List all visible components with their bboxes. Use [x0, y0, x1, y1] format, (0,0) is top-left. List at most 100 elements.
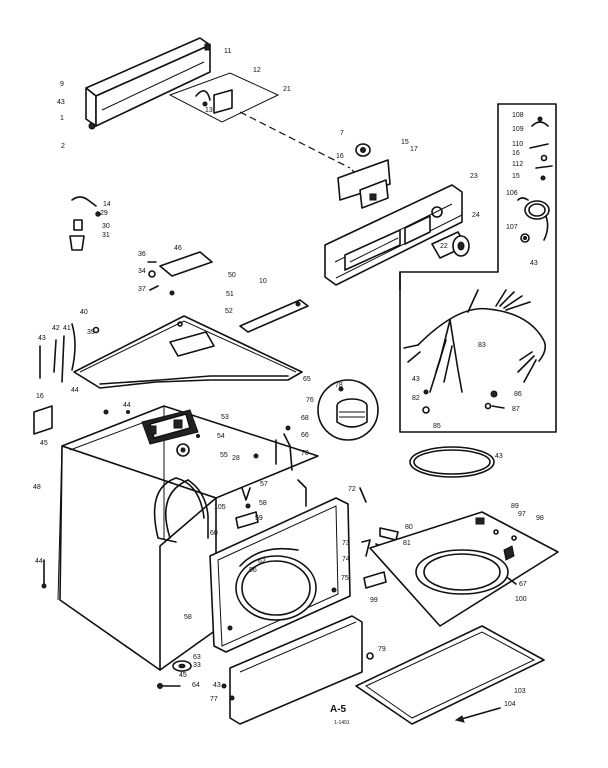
wiring-inset-box — [399, 103, 557, 433]
callout-13: 13 — [205, 107, 213, 114]
callout-37: 37 — [138, 286, 146, 293]
callout-15: 15 — [401, 139, 409, 146]
small-parts-57-59 — [235, 487, 259, 529]
callout-53: 53 — [221, 414, 229, 421]
callout-12: 12 — [253, 67, 261, 74]
callout-2: 2 — [61, 143, 65, 150]
callout-60: 60 — [210, 530, 218, 537]
callout-98: 98 — [536, 515, 544, 522]
callout-40: 40 — [80, 309, 88, 316]
callout-43: 43 — [38, 335, 46, 342]
callout-56: 56 — [249, 567, 257, 574]
wire-harness-83 — [403, 289, 547, 398]
callout-79: 79 — [378, 646, 386, 653]
callout-78: 78 — [335, 382, 343, 389]
callout-76: 76 — [306, 397, 314, 404]
callout-43: 43 — [213, 682, 221, 689]
callout-46: 46 — [174, 245, 182, 252]
cord-coil-106 — [517, 197, 550, 241]
callout-45: 45 — [40, 440, 48, 447]
callout-75: 75 — [341, 575, 349, 582]
front-door-panel — [209, 497, 351, 653]
gasket-ring-43 — [409, 446, 495, 478]
callout-10: 10 — [259, 278, 267, 285]
callout-42: 42 — [52, 325, 60, 332]
callout-65: 65 — [303, 376, 311, 383]
callout-59: 59 — [255, 515, 263, 522]
callout-36: 36 — [138, 251, 146, 258]
callout-23: 23 — [470, 173, 478, 180]
callout-108: 108 — [512, 112, 524, 119]
callout-11: 11 — [224, 48, 231, 55]
callout-48: 48 — [33, 484, 41, 491]
callout-82: 82 — [412, 395, 420, 402]
hinge-52 — [239, 299, 309, 333]
switch-bracket-15 — [337, 143, 391, 209]
callout-105: 105 — [214, 504, 226, 511]
callout-33: 33 — [193, 662, 201, 669]
callout-83: 83 — [478, 342, 486, 349]
callout-14: 14 — [103, 201, 111, 208]
callout-74: 74 — [342, 556, 350, 563]
main-cabinet — [57, 405, 319, 671]
callout-70: 70 — [301, 450, 309, 457]
callout-66: 66 — [301, 432, 309, 439]
inset-parts-85-87 — [422, 402, 505, 414]
callout-85: 85 — [433, 423, 441, 430]
callout-57: 57 — [260, 481, 268, 488]
callout-24: 24 — [472, 212, 480, 219]
callout-34: 34 — [138, 268, 146, 275]
agitator-cap-78 — [317, 379, 379, 441]
callout-81: 81 — [403, 540, 411, 547]
callout-30: 30 — [102, 223, 110, 230]
callout-107: 107 — [506, 224, 518, 231]
callout-17: 17 — [410, 146, 418, 153]
control-panel-23 — [324, 184, 463, 286]
callout-51: 51 — [226, 291, 234, 298]
callout-103: 103 — [514, 688, 526, 695]
callout-28: 28 — [232, 455, 240, 462]
callout-54: 54 — [217, 433, 225, 440]
callout-50: 50 — [228, 272, 236, 279]
console-back-rail — [85, 37, 211, 130]
callout-9: 9 — [60, 81, 64, 88]
callout-16: 16 — [336, 153, 344, 160]
callout-15: 15 — [512, 173, 520, 180]
callout-31: 31 — [102, 232, 110, 239]
callout-63: 63 — [193, 654, 201, 661]
callout-44: 44 — [123, 402, 131, 409]
top-cover — [73, 315, 303, 389]
page-id-label: A-5 — [330, 704, 347, 715]
callout-87: 87 — [512, 406, 520, 413]
left-bracket-44 — [33, 405, 109, 589]
springs-39-43 — [39, 323, 100, 383]
toe-board-77 — [229, 615, 363, 725]
callout-73: 73 — [342, 540, 350, 547]
callout-100: 100 — [515, 596, 527, 603]
door-hinge-72 — [297, 479, 387, 589]
diagram-code-label: 1-1491 — [334, 720, 350, 726]
lid-switch-parts-34-46 — [147, 251, 213, 296]
callout-22: 22 — [440, 243, 448, 250]
assembly-dash-line — [239, 111, 351, 169]
callout-64: 64 — [192, 682, 200, 689]
callout-72: 72 — [348, 486, 356, 493]
callout-44: 44 — [35, 558, 43, 565]
callout-43: 43 — [57, 99, 65, 106]
clip-79 — [366, 652, 374, 660]
cabinet-corner-brace — [275, 433, 293, 471]
callout-16: 16 — [36, 393, 44, 400]
callout-77: 77 — [210, 696, 218, 703]
callout-68: 68 — [301, 415, 309, 422]
callout-106: 106 — [506, 190, 518, 197]
callout-55: 55 — [220, 452, 228, 459]
callout-7: 7 — [340, 130, 344, 137]
leveling-feet-63-64 — [157, 660, 227, 689]
callout-58: 58 — [259, 500, 267, 507]
callout-1: 1 — [60, 115, 64, 122]
callout-62: 62 — [258, 558, 266, 565]
callout-layer: 1112132194312108109110161121571516171061… — [33, 48, 544, 708]
callout-67: 67 — [519, 581, 527, 588]
callout-21: 21 — [283, 86, 291, 93]
